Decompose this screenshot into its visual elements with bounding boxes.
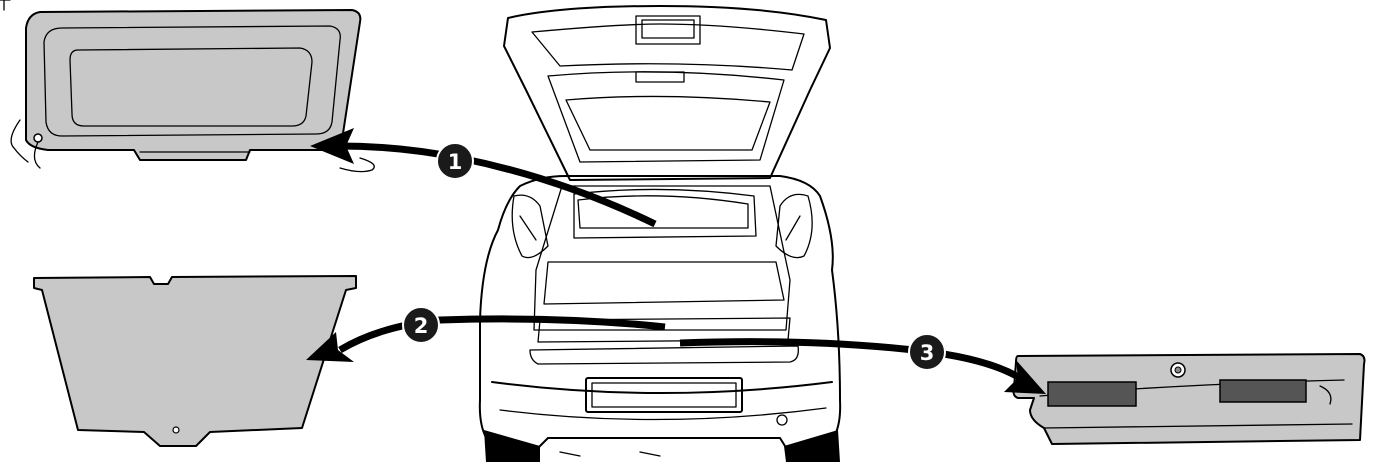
arrow-2 bbox=[306, 319, 665, 362]
car-rear-view bbox=[480, 6, 840, 462]
boot-floor-panel bbox=[34, 276, 356, 446]
marker-2-label: 2 bbox=[414, 314, 429, 338]
marker-1-label: 1 bbox=[448, 150, 463, 174]
marker-2: 2 bbox=[403, 307, 439, 343]
arrow-3 bbox=[680, 342, 1046, 394]
marker-1: 1 bbox=[437, 143, 473, 179]
marker-3: 3 bbox=[909, 334, 945, 370]
right-vent-grille bbox=[1220, 380, 1306, 402]
marker-3-label: 3 bbox=[920, 341, 935, 365]
shelf-cord-icon bbox=[0, 0, 10, 10]
left-vent-grille bbox=[1048, 382, 1136, 406]
boot-sill-trim-panel bbox=[1014, 354, 1365, 444]
